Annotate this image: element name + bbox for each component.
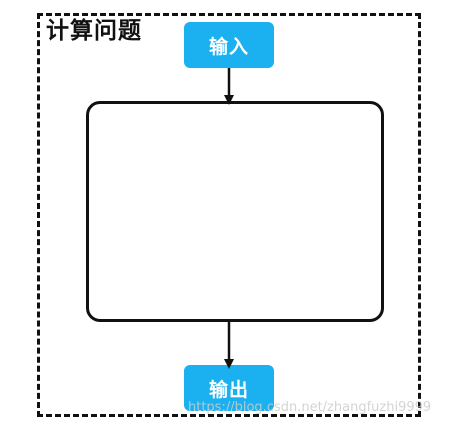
input-node: 输入 xyxy=(184,22,274,68)
computation-frame xyxy=(37,13,421,417)
input-node-label: 输入 xyxy=(208,35,249,58)
frame-title: 计算问题 xyxy=(46,18,142,44)
watermark-text: https://blog.csdn.net/zhangfuzhi9999 xyxy=(188,400,432,415)
output-node-label: 输出 xyxy=(208,378,249,401)
output-node: 输出 xyxy=(184,365,274,411)
process-box xyxy=(86,101,384,322)
